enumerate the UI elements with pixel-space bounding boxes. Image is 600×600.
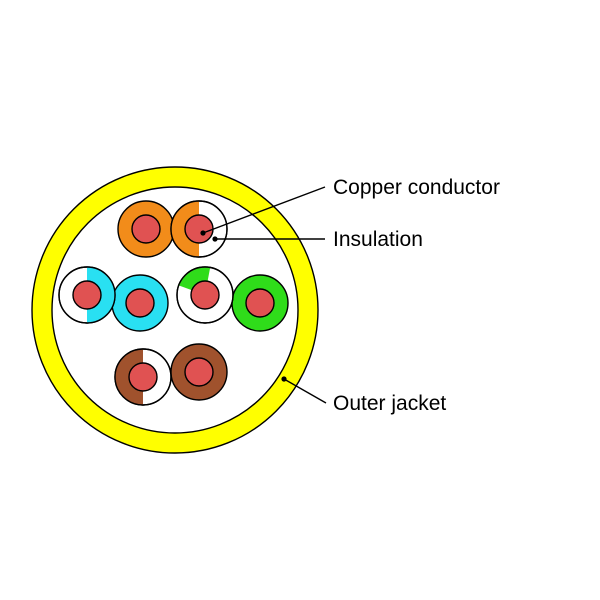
orange-solid-wire-conductor (131, 214, 161, 244)
jacket-inner-edge (51, 186, 299, 434)
wire-group (58, 200, 289, 406)
callout-insulation: Insulation (212, 228, 423, 251)
orange-white-wire (170, 200, 228, 258)
green-solid-wire-conductor (245, 288, 275, 318)
blue-white-wire (58, 266, 116, 324)
blue-solid-wire-conductor (125, 288, 155, 318)
brown-solid-wire (170, 343, 228, 401)
brown-solid-wire-conductor (184, 357, 214, 387)
brown-white-wire (114, 348, 172, 406)
brown-white-wire-outline (114, 348, 172, 406)
brown-white-wire-conductor (128, 362, 158, 392)
jacket-leader-line (283, 378, 327, 404)
conductor-leader-dot (200, 230, 206, 236)
green-white-wire-conductor (190, 280, 220, 310)
green-white-wire-outline (176, 266, 234, 324)
insulation-label: Insulation (333, 228, 423, 251)
callout-conductor: Copper conductor (200, 176, 500, 236)
orange-white-wire-conductor (184, 214, 214, 244)
green-solid-wire (231, 274, 289, 332)
insulation-leader-dot (212, 236, 218, 242)
orange-white-wire-outline (170, 200, 228, 258)
jacket-label: Outer jacket (333, 392, 446, 415)
callout-jacket: Outer jacket (281, 376, 446, 415)
green-white-wire (176, 266, 234, 324)
blue-white-wire-conductor (72, 280, 102, 310)
jacket-leader-dot (281, 376, 287, 382)
blue-solid-wire (111, 274, 169, 332)
blue-white-wire-outline (58, 266, 116, 324)
conductor-leader-line (202, 186, 326, 234)
conductor-label: Copper conductor (333, 176, 500, 199)
orange-solid-wire (117, 200, 175, 258)
